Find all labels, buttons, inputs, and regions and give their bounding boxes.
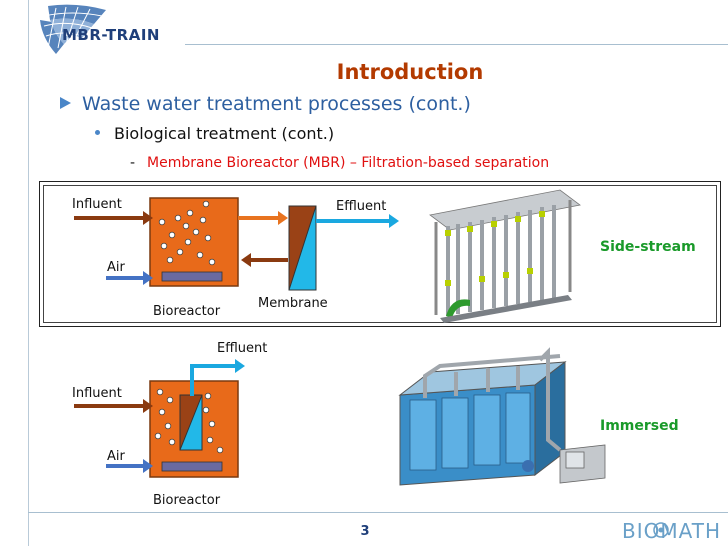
biomath-brand: BIOMATH <box>622 519 722 543</box>
triangle-bullet-icon <box>60 97 71 109</box>
immersed-air-label: Air <box>107 449 125 464</box>
bullet-level3: Membrane Bioreactor (MBR) – Filtration-b… <box>147 155 550 171</box>
side-bioreactor-tank <box>149 197 239 287</box>
side-air-label: Air <box>107 260 125 275</box>
bullet-level2: Biological treatment (cont.) <box>114 124 335 143</box>
globe-grid-icon <box>40 4 106 54</box>
immersed-air-diffuser <box>161 461 223 472</box>
side-stream-frame <box>39 181 721 327</box>
side-membrane-label: Membrane <box>258 296 328 311</box>
side-stream-module-illustration <box>429 189 581 323</box>
immersed-effluent-arrow <box>190 364 236 396</box>
immersed-effluent-label: Effluent <box>217 341 268 356</box>
immersed-tank-illustration <box>398 347 606 486</box>
side-stream-frame-inner <box>43 185 717 323</box>
dot-bullet-icon <box>95 130 100 135</box>
page-number: 3 <box>360 524 370 539</box>
bullet-level1: Waste water treatment processes (cont.) <box>82 93 471 115</box>
immersed-membrane-module <box>179 394 203 451</box>
side-air-bubbles <box>158 200 216 266</box>
dash-bullet: - <box>130 155 136 171</box>
side-air-diffuser <box>161 271 223 282</box>
slide-title: Introduction <box>336 60 484 84</box>
immersed-influent-label: Influent <box>72 386 122 401</box>
biomath-logo-mark <box>653 522 669 538</box>
left-rule <box>28 0 29 546</box>
logo-text: MBR-TRAIN <box>62 26 160 44</box>
immersed-label: Immersed <box>600 418 679 434</box>
side-influent-label: Influent <box>72 197 122 212</box>
side-bioreactor-label: Bioreactor <box>153 304 221 319</box>
header-divider <box>185 44 728 45</box>
side-stream-label: Side-stream <box>600 239 696 255</box>
side-membrane-module <box>288 205 317 291</box>
immersed-air-bubbles <box>154 388 224 454</box>
mbr-train-logo <box>40 4 106 54</box>
immersed-bioreactor-label: Bioreactor <box>153 493 221 508</box>
footer-divider <box>28 512 728 513</box>
side-effluent-label: Effluent <box>336 199 387 214</box>
